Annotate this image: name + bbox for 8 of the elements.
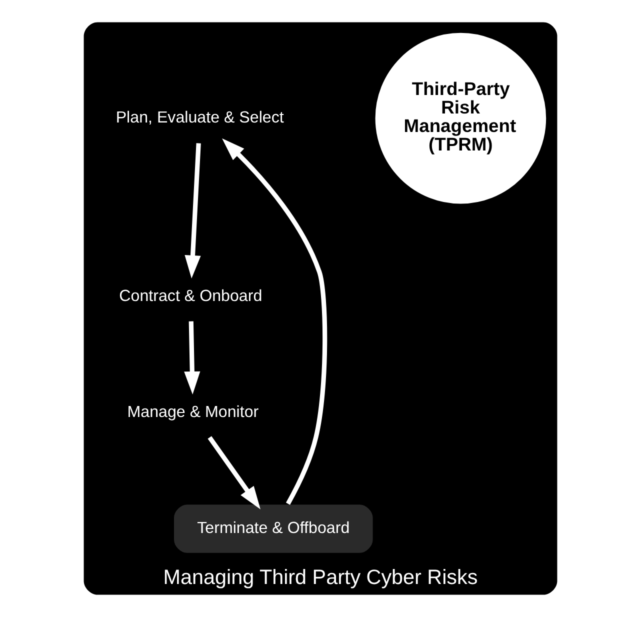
arrow <box>184 143 200 278</box>
arrow <box>184 321 200 395</box>
arrow <box>207 436 260 510</box>
node-text: Plan, Evaluate & Select <box>115 108 284 127</box>
node-text: Contract & Onboard <box>118 286 262 305</box>
node-text: Manage & Monitor <box>126 402 258 421</box>
arrow <box>222 138 327 505</box>
node-box: Terminate & Offboard <box>172 503 374 554</box>
